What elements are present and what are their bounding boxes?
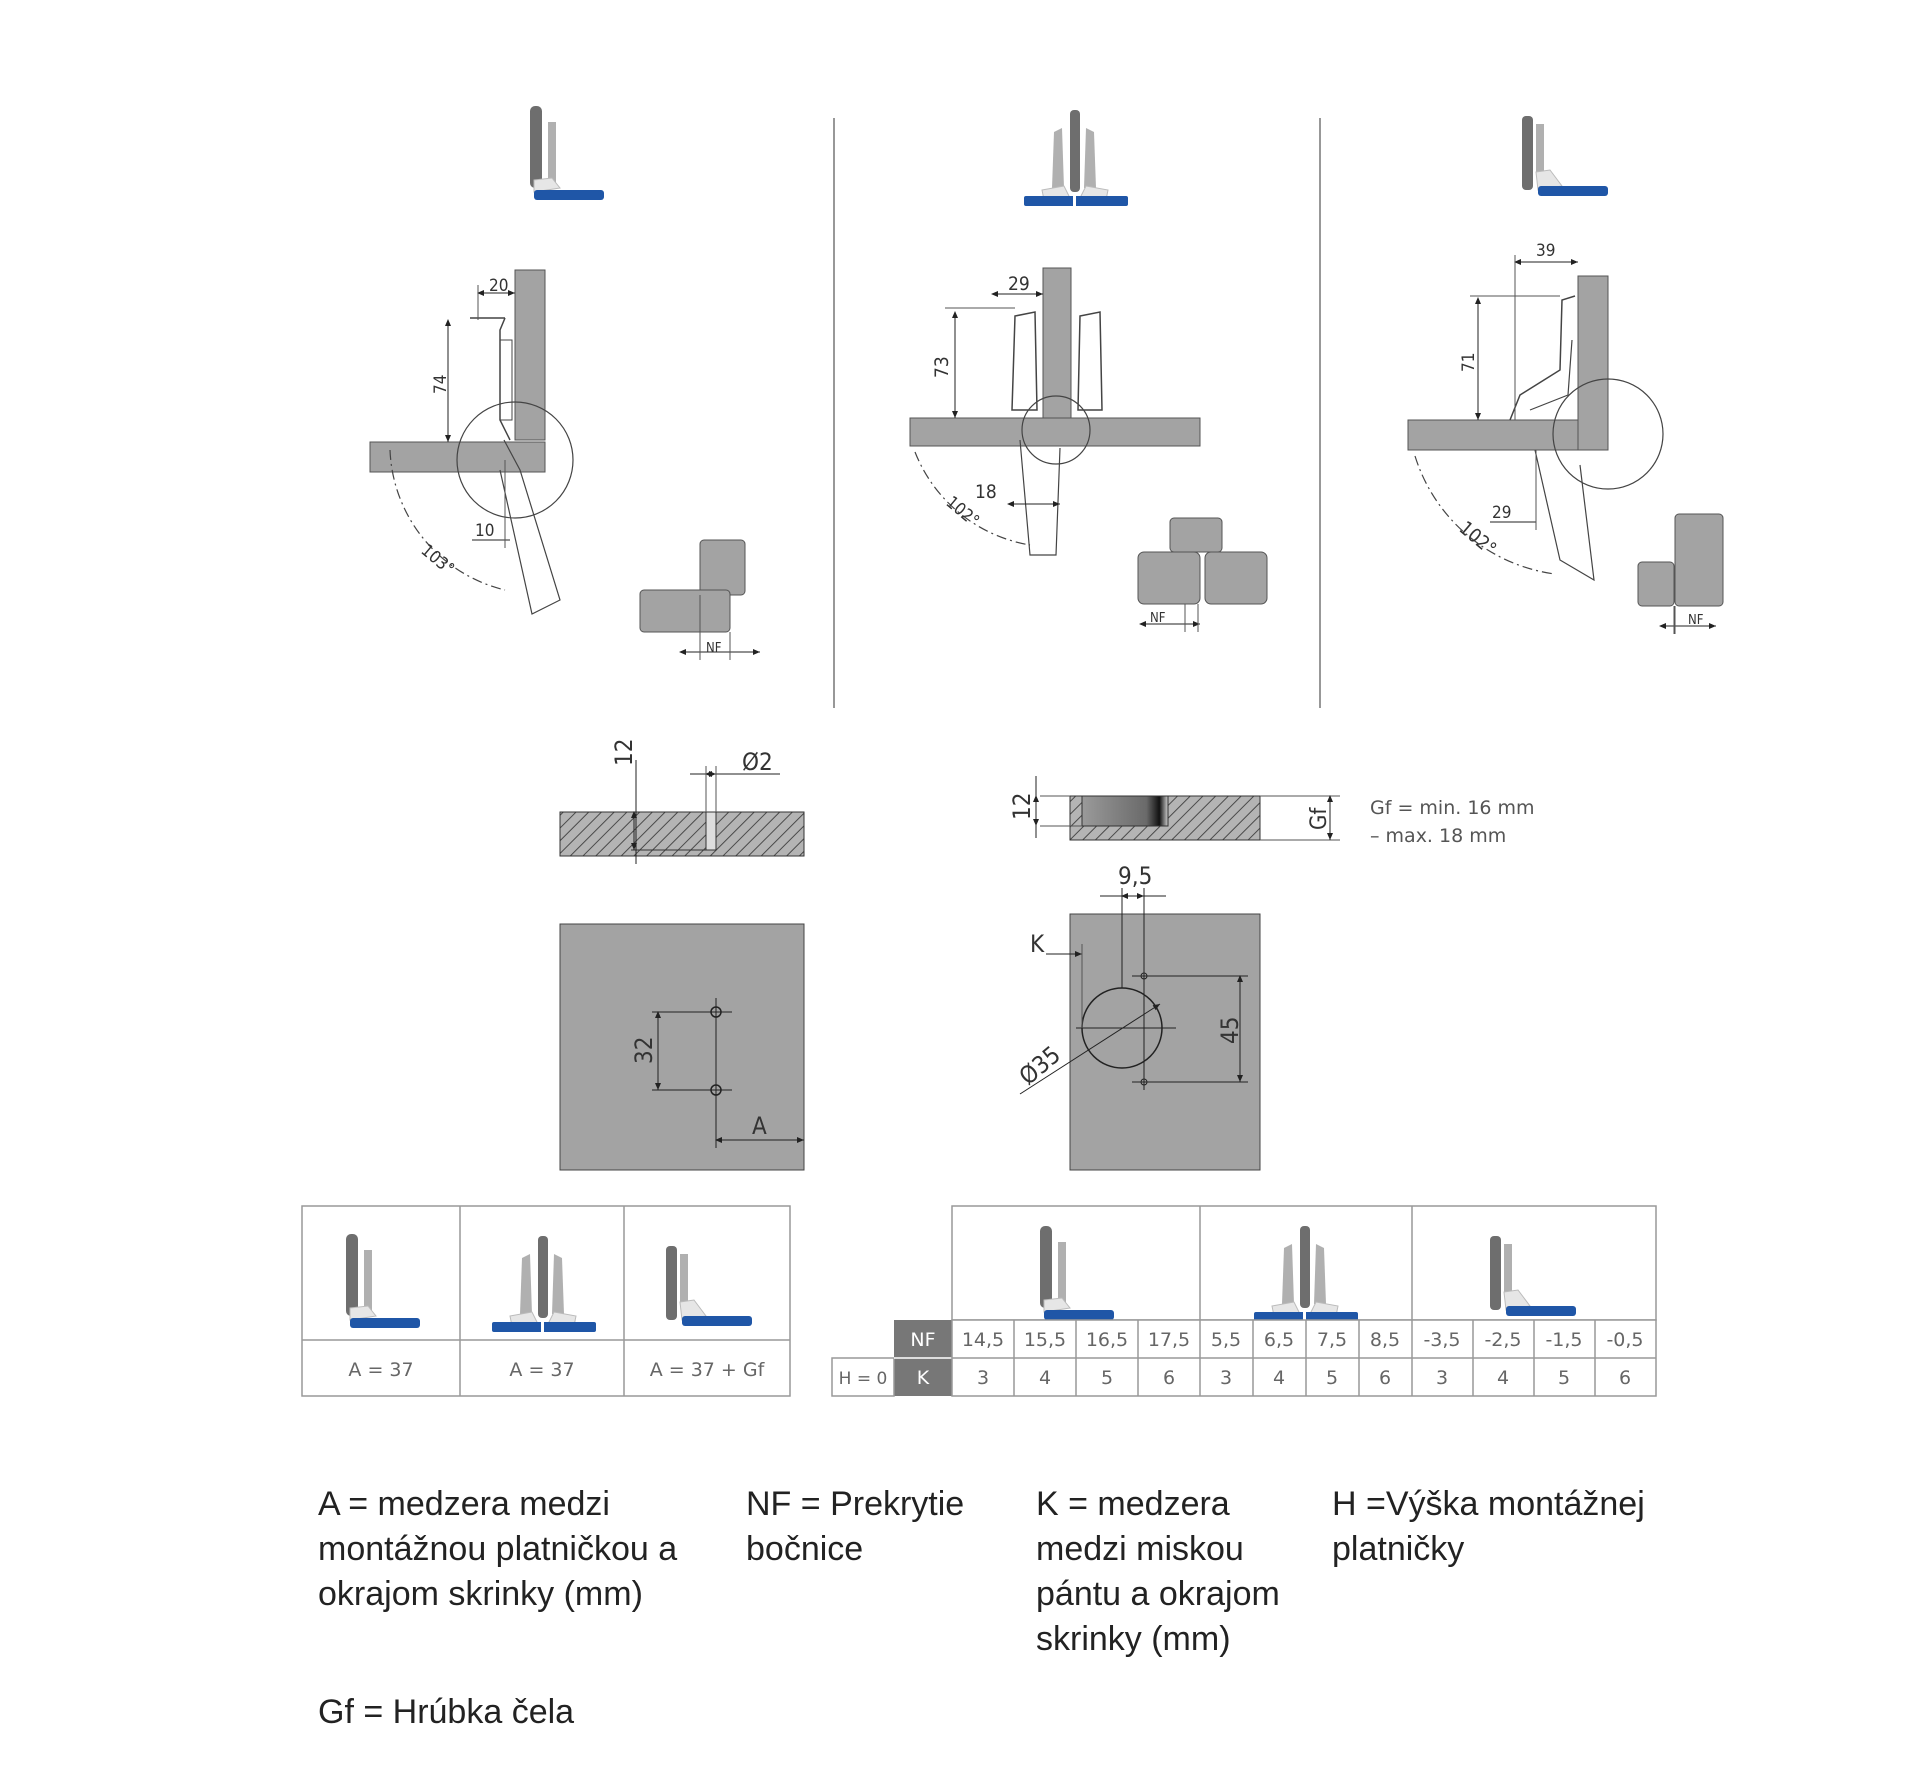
table-a: A = 37 A = 37 A = 37 + Gf: [301, 1205, 791, 1397]
full-dim-offset: 10: [475, 521, 494, 541]
plate-distance-label: A: [752, 1112, 767, 1140]
nf-cell: 14,5: [962, 1329, 1004, 1351]
legend-h: H =Výška montážnej platničky: [1332, 1482, 1645, 1572]
k-cell: 3: [1220, 1367, 1232, 1389]
half-dim-vertical: 73: [931, 356, 953, 378]
cup-front-thickness-label: Gf: [1307, 807, 1332, 830]
k-cell: 4: [1039, 1367, 1051, 1389]
half-nf-label: NF: [1150, 611, 1166, 626]
inset-dim-horizontal: 39: [1536, 241, 1555, 261]
legend-h-line: platničky: [1332, 1530, 1465, 1568]
k-cell: 5: [1101, 1367, 1113, 1389]
legend-a: A = medzera medzi montážnou platničkou a…: [318, 1482, 677, 1617]
inset-hinge-icon: [1521, 115, 1609, 197]
mounting-plate-section: 12 Ø2: [559, 739, 805, 864]
legend-k-line: medzi miskou: [1036, 1530, 1244, 1568]
k-cell: 6: [1619, 1367, 1631, 1389]
legend-k-line: pántu a okrajom: [1036, 1575, 1280, 1613]
legend-k-line: skrinky (mm): [1036, 1620, 1231, 1658]
h-label: H = 0: [839, 1369, 888, 1389]
nf-header: NF: [910, 1329, 935, 1351]
cup-section: 12 Gf Gf = min. 16 mm – max. 18 mm: [1008, 776, 1535, 847]
table-a-value-3: A = 37 + Gf: [650, 1359, 766, 1381]
cup-depth-label: 12: [1008, 793, 1036, 820]
legend-a-line: montážnou platničkou a: [318, 1530, 678, 1568]
cup-edge-gap-label: K: [1030, 930, 1045, 958]
full-dim-vertical: 74: [431, 375, 451, 394]
nf-cell: 5,5: [1211, 1329, 1241, 1351]
table-nf-k: NF K H = 0 14,5 15,5 16,5 17,5 3 4 5 6 5…: [831, 1205, 1657, 1397]
nf-cell: 8,5: [1370, 1329, 1400, 1351]
k-cell: 5: [1326, 1367, 1338, 1389]
plate-spacing-label: 32: [630, 1037, 658, 1064]
cup-face: 9,5 K Ø35 45: [1014, 862, 1261, 1171]
legend-a-line: A = medzera medzi: [318, 1485, 610, 1523]
legend-a-line: okrajom skrinky (mm): [318, 1575, 643, 1613]
legend-h-line: H =Výška montážnej: [1332, 1485, 1645, 1523]
k-cell: 6: [1379, 1367, 1391, 1389]
mounting-plate-face: 32 A: [559, 923, 805, 1171]
plate-pilot-label: Ø2: [742, 748, 773, 776]
half-overlay-hinge-icon: [1023, 109, 1129, 207]
full-overlay-hinge-icon: [529, 105, 605, 201]
nf-cell: 6,5: [1264, 1329, 1294, 1351]
cup-offset-label: 9,5: [1118, 862, 1152, 890]
inset-nf-label: NF: [1688, 613, 1704, 628]
nf-cell: -0,5: [1606, 1329, 1643, 1351]
k-cell: 5: [1558, 1367, 1570, 1389]
table-a-value-2: A = 37: [509, 1359, 574, 1381]
nf-cell: -2,5: [1484, 1329, 1521, 1351]
inset-dim-vertical: 71: [1459, 353, 1479, 372]
nf-cell: 7,5: [1317, 1329, 1347, 1351]
k-cell: 3: [977, 1367, 989, 1389]
table-a-value-1: A = 37: [348, 1359, 413, 1381]
nf-cell: 17,5: [1148, 1329, 1190, 1351]
gf-note-line2: – max. 18 mm: [1370, 825, 1506, 847]
inset-dim-offset: 29: [1492, 503, 1511, 523]
full-angle: 103°: [417, 541, 458, 580]
nf-cell: 16,5: [1086, 1329, 1128, 1351]
legend-k: K = medzera medzi miskou pántu a okrajom…: [1036, 1482, 1280, 1662]
half-overlay-diagram: 29 73 18 102° NF: [909, 109, 1268, 632]
plate-depth-label: 12: [610, 739, 638, 766]
full-overlay-diagram: 20 74 10 103° NF: [369, 105, 760, 660]
nf-cell: -1,5: [1545, 1329, 1582, 1351]
k-cell: 4: [1497, 1367, 1509, 1389]
k-cell: 6: [1163, 1367, 1175, 1389]
gf-note-line1: Gf = min. 16 mm: [1370, 797, 1535, 819]
legend-gf: Gf = Hrúbka čela: [318, 1690, 574, 1735]
cup-hole-spacing-label: 45: [1216, 1017, 1244, 1044]
nf-cell: 15,5: [1024, 1329, 1066, 1351]
k-cell: 4: [1273, 1367, 1285, 1389]
full-nf-label: NF: [706, 641, 722, 656]
legend-nf-line: NF = Prekrytie: [746, 1485, 965, 1523]
k-header: K: [917, 1367, 930, 1389]
half-dim-horizontal: 29: [1008, 273, 1030, 295]
legend-gf-line: Gf = Hrúbka čela: [318, 1693, 575, 1731]
half-dim-offset: 18: [975, 481, 997, 503]
cup-diameter-label: Ø35: [1014, 1041, 1066, 1091]
legend-nf-line: bočnice: [746, 1530, 864, 1568]
legend-nf: NF = Prekrytie bočnice: [746, 1482, 964, 1572]
inset-diagram: 39 71 29 102° NF: [1407, 115, 1724, 634]
nf-cell: -3,5: [1423, 1329, 1460, 1351]
k-cell: 3: [1436, 1367, 1448, 1389]
legend-k-line: K = medzera: [1036, 1485, 1230, 1523]
full-dim-horizontal: 20: [489, 276, 508, 296]
